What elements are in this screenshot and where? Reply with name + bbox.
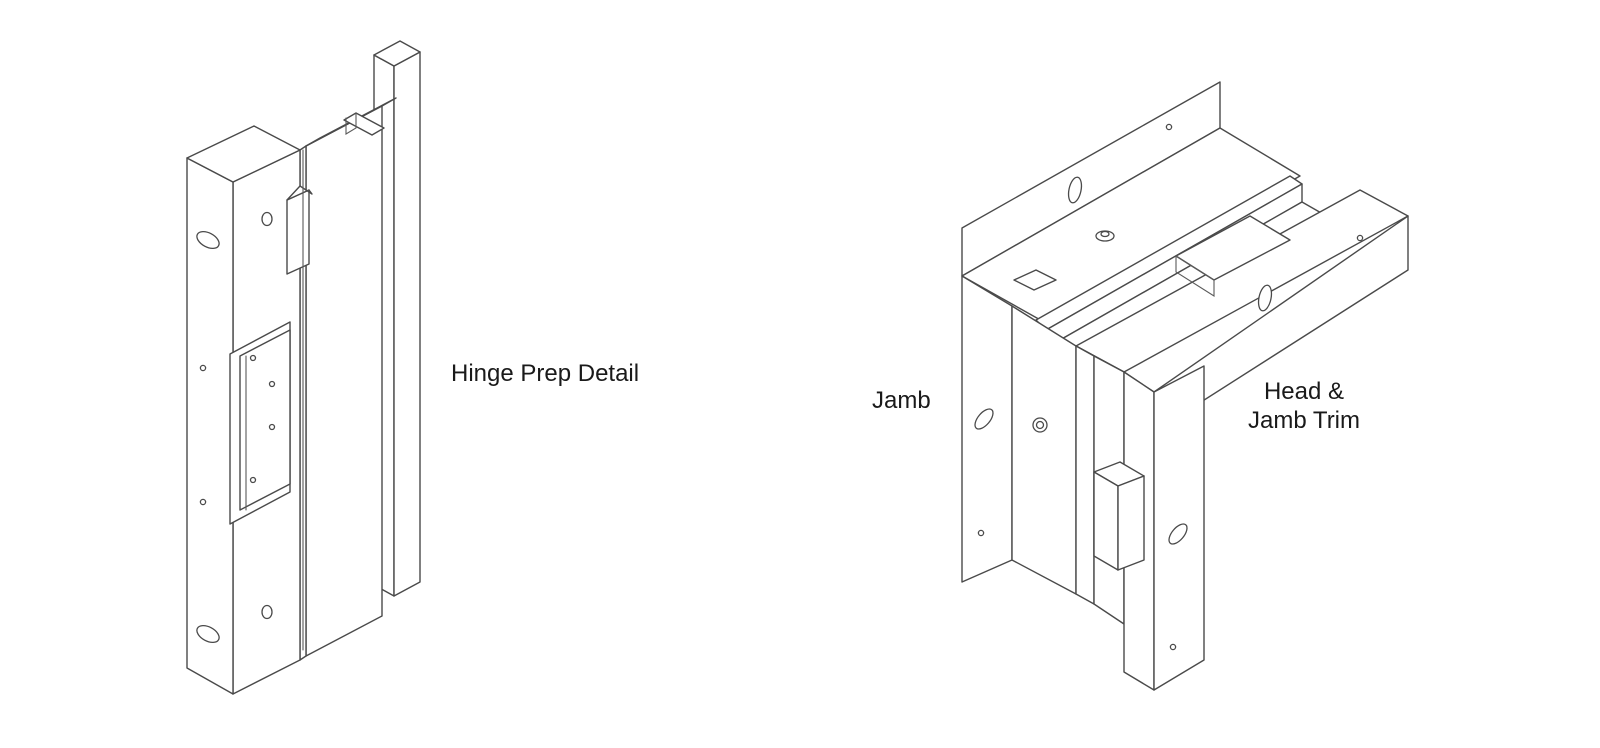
fastener-hole	[261, 604, 273, 620]
head-jamb-trim-label-line2: Jamb Trim	[1248, 407, 1361, 434]
corner-clip-edge	[1175, 255, 1215, 297]
hinge-clip-top	[286, 185, 313, 201]
hinge-screw	[268, 380, 276, 388]
head-top	[961, 127, 1301, 323]
jamb-trim-hole	[1169, 643, 1177, 651]
rabbet-top	[343, 112, 385, 136]
strike-clip-face	[1117, 475, 1145, 571]
head-slot	[1067, 176, 1083, 204]
jamb-bolt-core	[1035, 420, 1045, 430]
jamb-back-flange	[961, 275, 1013, 583]
trim-hole	[1356, 234, 1364, 242]
hinge-screw	[249, 476, 257, 484]
hinge-screw	[249, 354, 257, 362]
rabbet-edge	[345, 112, 357, 135]
head-jamb-trim-label: Head & Jamb Trim	[1248, 377, 1360, 435]
screw-hole	[199, 364, 207, 372]
head-hole	[1165, 123, 1173, 131]
casing-top	[186, 125, 301, 183]
head-jamb-trim-label-line1: Head &	[1263, 378, 1345, 405]
screw-hole	[199, 498, 207, 506]
jamb-slot	[974, 408, 994, 430]
fastener-hole	[261, 211, 273, 227]
head-bolt-core	[1100, 230, 1110, 238]
jamb-hole	[977, 529, 985, 537]
back-flange-top	[373, 40, 421, 67]
jamb-stop	[1075, 345, 1095, 605]
jamb-trim-slot	[1168, 523, 1188, 545]
hinge-plate	[239, 329, 291, 511]
trim-slot	[1257, 284, 1273, 312]
wedge	[1013, 269, 1057, 291]
jamb-label: Jamb	[872, 387, 931, 414]
strike-clip-side	[1093, 471, 1119, 571]
anchor-slot-bottom	[196, 624, 220, 644]
anchor-slot-top	[196, 230, 220, 250]
jamb-face	[1011, 305, 1077, 595]
hinge-prep-detail-label: Hinge Prep Detail	[451, 360, 640, 387]
hinge-screw	[268, 423, 276, 431]
